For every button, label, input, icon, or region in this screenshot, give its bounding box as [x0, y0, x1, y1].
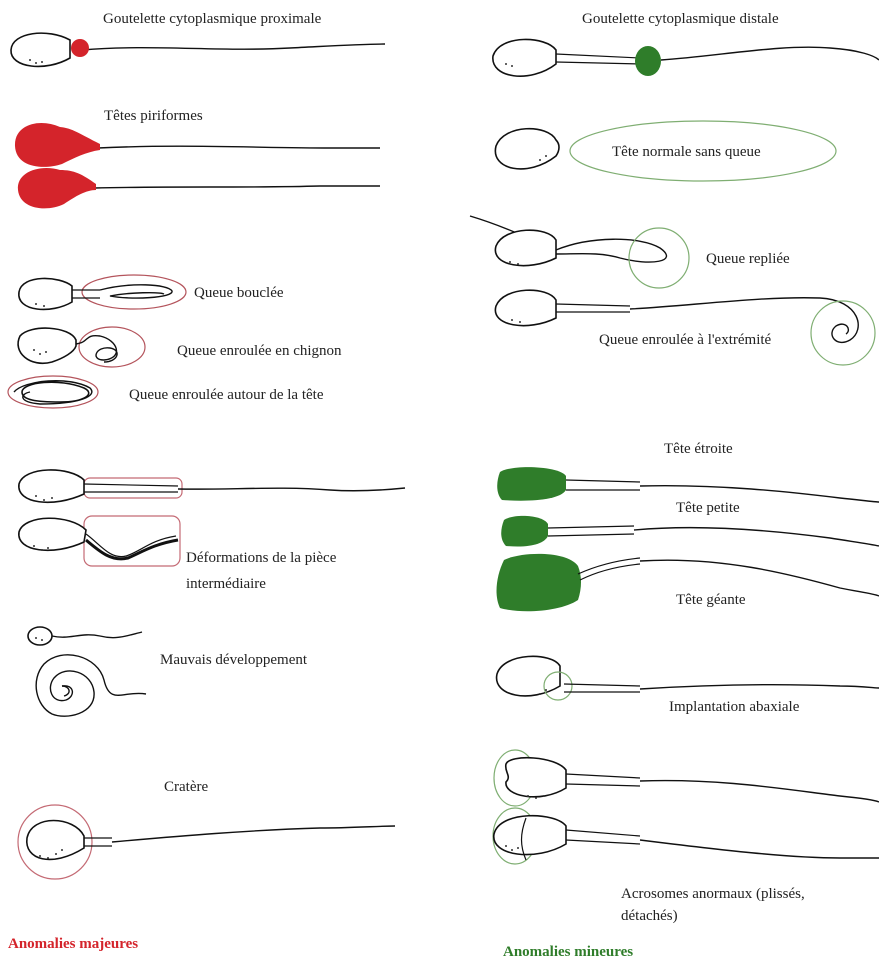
crater-sperm-icon: [18, 805, 395, 879]
label-poor-development: Mauvais développement: [160, 650, 307, 670]
label-distal-droplet: Goutelette cytoplasmique distale: [582, 9, 779, 29]
label-pyriform-heads: Têtes piriformes: [104, 106, 203, 126]
midpiece-ring-top: [84, 478, 182, 498]
label-narrow-head: Tête étroite: [664, 439, 733, 459]
proximal-droplet-marker: [71, 39, 89, 57]
distal-droplet-sperm-icon: [493, 39, 879, 76]
label-tail-around-head: Queue enroulée autour de la tête: [129, 385, 324, 405]
label-midpiece-deformations-line2: intermédiaire: [186, 574, 266, 594]
pyriform-head-sperm-top-icon: [15, 123, 380, 167]
label-end-coiled-tail: Queue enroulée à l'extrémité: [599, 330, 771, 350]
midpiece-deformation-sperm-bottom-icon: [19, 516, 180, 566]
label-abnormal-acrosomes: Acrosomes anormaux (plissés,: [621, 884, 805, 904]
chignon-tail-sperm-icon: [18, 327, 145, 367]
small-head-sperm-icon: [501, 516, 879, 547]
tail-around-head-sperm-icon: [8, 376, 98, 408]
end-coiled-ring: [811, 301, 875, 365]
midpiece-deformation-sperm-top-icon: [19, 470, 405, 502]
abnormal-acrosome-sperm-bottom-icon: [493, 808, 879, 864]
label-giant-head: Tête géante: [676, 590, 746, 610]
proximal-droplet-sperm-icon: [11, 33, 385, 66]
label-crater: Cratère: [164, 777, 208, 797]
label-proximal-droplet: Goutelette cytoplasmique proximale: [103, 9, 321, 29]
small-head-marker: [501, 516, 548, 547]
pyriform-head-marker: [15, 123, 100, 167]
coiled-tail-ring: [82, 275, 186, 309]
legend-major-anomalies: Anomalies majeures: [8, 936, 138, 953]
label-chignon-tail: Queue enroulée en chignon: [177, 341, 342, 361]
folded-tail-ring: [629, 228, 689, 288]
label-coiled-tail: Queue bouclée: [194, 283, 284, 303]
poor-development-sperm-spiral-icon: [36, 655, 146, 716]
pyriform-head-marker-2: [18, 168, 96, 208]
end-coiled-tail-sperm-icon: [495, 290, 875, 365]
giant-head-marker: [497, 554, 581, 611]
folded-tail-sperm-icon: [470, 216, 689, 288]
label-folded-tail: Queue repliée: [706, 249, 790, 269]
abnormal-acrosome-sperm-top-icon: [494, 750, 879, 806]
midpiece-ring-bottom: [84, 516, 180, 566]
label-head-without-tail: Tête normale sans queue: [612, 142, 761, 162]
narrow-head-marker: [497, 467, 566, 501]
coiled-tail-sperm-icon: [19, 275, 186, 309]
label-abaxial-implantation: Implantation abaxiale: [669, 697, 799, 717]
narrow-head-sperm-icon: [497, 467, 879, 502]
legend-minor-anomalies: Anomalies mineures: [503, 944, 633, 961]
poor-development-sperm-top-icon: [28, 627, 142, 645]
pyriform-head-sperm-bottom-icon: [18, 168, 380, 208]
abaxial-implantation-sperm-icon: [497, 656, 879, 700]
label-midpiece-deformations: Déformations de la pièce: [186, 548, 336, 568]
label-abnormal-acrosomes-line2: détachés): [621, 906, 678, 926]
distal-droplet-marker: [635, 46, 661, 76]
label-small-head: Tête petite: [676, 498, 740, 518]
